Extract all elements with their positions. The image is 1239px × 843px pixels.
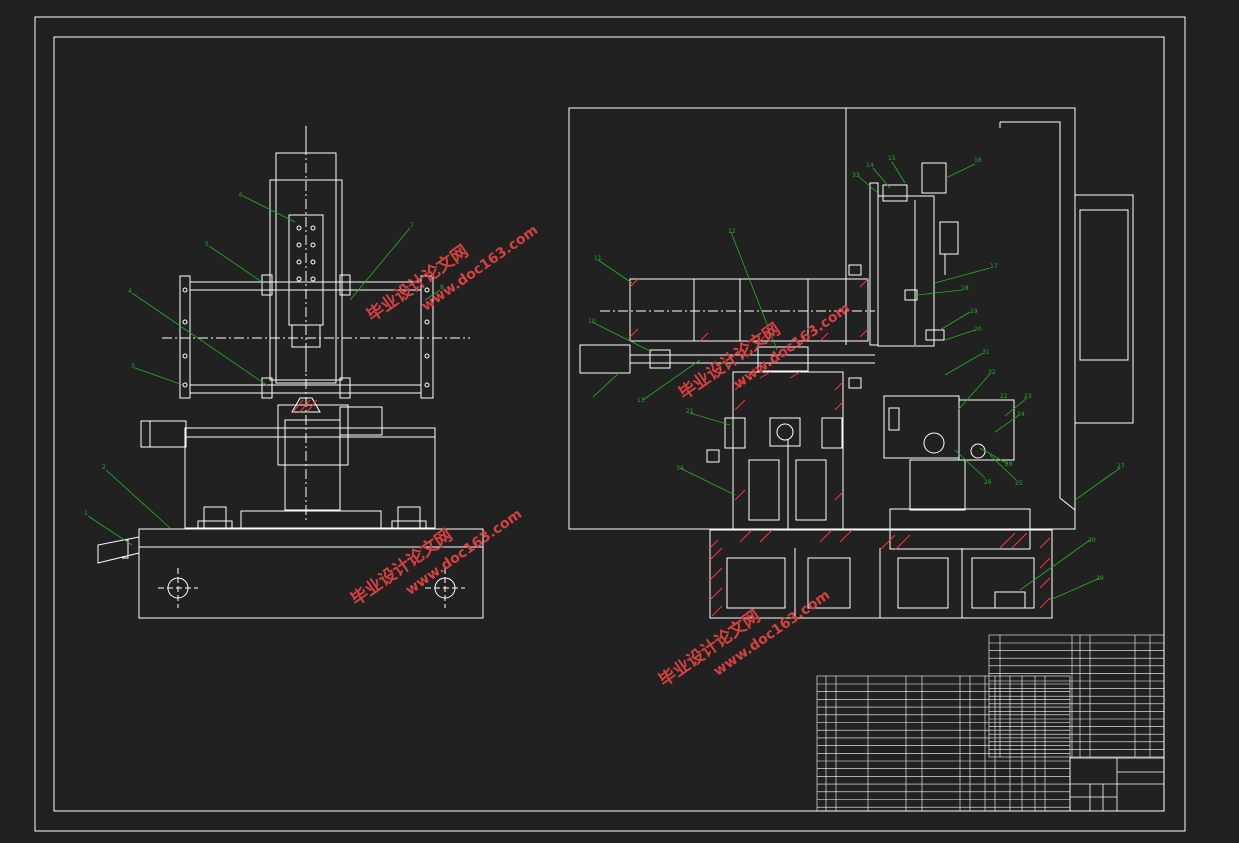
balloon-30: 30 <box>1088 537 1096 544</box>
balloon-2: 2 <box>102 464 106 471</box>
balloon-27: 27 <box>1117 463 1125 470</box>
watermark-group: 毕业设计论文网 www.doc163.com 毕业设计论文网 www.doc16… <box>347 222 853 691</box>
balloon-20: 20 <box>974 326 982 333</box>
balloon-5: 5 <box>205 241 209 248</box>
balloon-31: 31 <box>982 349 990 356</box>
left-view-balloons: 1 2 3 4 5 6 7 8 <box>84 192 444 517</box>
inner-frame <box>53 36 1165 812</box>
balloon-32: 32 <box>988 369 996 376</box>
right-side-section <box>568 107 1134 619</box>
balloon-24: 24 <box>1017 411 1025 418</box>
title-block <box>1069 757 1165 812</box>
balloon-23: 23 <box>1024 393 1032 400</box>
watermark-1: 毕业设计论文网 www.doc163.com <box>363 222 541 326</box>
left-front-view <box>97 126 484 619</box>
balloon-33: 33 <box>852 172 860 179</box>
right-view-balloons: 10 11 12 13 14 15 16 17 18 19 20 21 22 2… <box>588 155 1125 582</box>
balloon-18: 18 <box>961 285 969 292</box>
watermark-3: 毕业设计论文网 www.doc163.com <box>347 506 525 610</box>
drawing-frames <box>34 16 1186 832</box>
balloon-6: 6 <box>239 192 243 199</box>
outer-frame <box>34 16 1186 832</box>
balloon-3: 3 <box>131 363 135 370</box>
balloon-22: 22 <box>1000 393 1008 400</box>
balloon-21: 21 <box>686 408 694 415</box>
right-view-leaders <box>591 161 1121 601</box>
balloon-34: 34 <box>676 465 684 472</box>
balloon-15: 15 <box>888 155 896 162</box>
balloon-4: 4 <box>128 288 132 295</box>
balloon-14: 14 <box>866 162 874 169</box>
watermark-2: 毕业设计论文网 www.doc163.com <box>675 300 853 404</box>
right-view-hatch <box>629 278 1051 617</box>
balloon-25: 25 <box>1015 480 1023 487</box>
left-view-leaders <box>87 195 441 546</box>
balloon-17: 17 <box>990 263 998 270</box>
balloon-10: 10 <box>588 318 596 325</box>
balloon-28: 28 <box>1005 461 1013 468</box>
balloon-29: 29 <box>1096 575 1104 582</box>
balloon-26: 26 <box>984 479 992 486</box>
watermark-4: 毕业设计论文网 www.doc163.com <box>655 587 833 691</box>
balloon-19: 19 <box>970 308 978 315</box>
parts-list-table <box>816 634 1165 812</box>
balloon-16: 16 <box>974 157 982 164</box>
balloon-7: 7 <box>410 222 414 229</box>
balloon-11: 11 <box>594 255 602 262</box>
balloon-1: 1 <box>84 510 88 517</box>
balloon-8: 8 <box>440 284 444 291</box>
balloon-12: 12 <box>728 228 736 235</box>
left-view-hatch <box>292 399 318 413</box>
balloon-13: 13 <box>637 397 645 404</box>
